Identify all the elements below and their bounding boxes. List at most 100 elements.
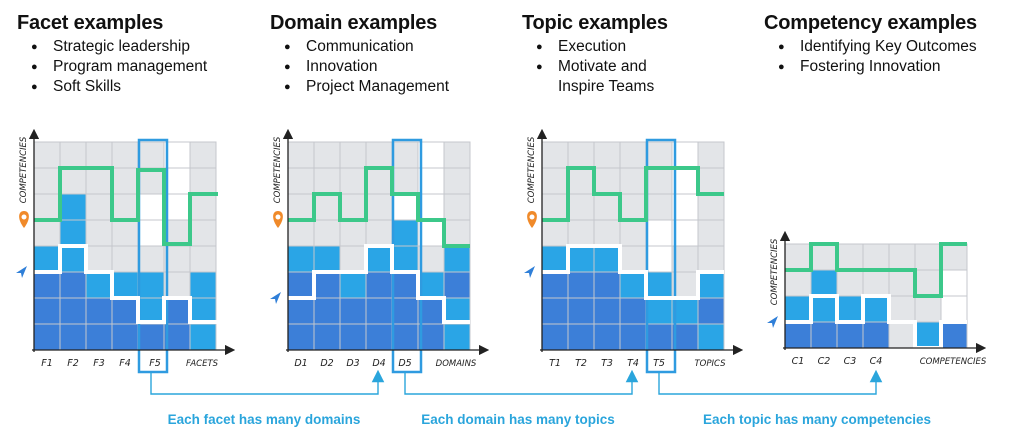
- grid-cell: [836, 243, 864, 271]
- grid-cell: [671, 245, 699, 273]
- grid-cell: [593, 167, 621, 195]
- domain-examples: Domain examples Communication Innovation…: [270, 12, 449, 97]
- grid-cell: [697, 245, 725, 273]
- grid-cell: [189, 271, 217, 299]
- grid-cell: [189, 245, 217, 273]
- grid-cell: [339, 193, 367, 221]
- competency-examples-title: Competency examples: [764, 12, 977, 34]
- grid-cell: [85, 219, 113, 247]
- facet-example-item: Strategic leadership: [17, 37, 207, 57]
- grid-cell: [137, 141, 165, 169]
- grid-cell: [85, 245, 113, 273]
- grid-cell: [567, 271, 595, 299]
- facet-example-item: Program management: [17, 57, 207, 77]
- domain-example-item: Project Management: [270, 77, 449, 97]
- grid-cell: [940, 321, 968, 349]
- grid-cell: [645, 297, 673, 325]
- x-tick-label: F2: [67, 358, 79, 369]
- x-tick-label: F3: [93, 358, 105, 369]
- grid-cell: [59, 219, 87, 247]
- grid-cell: [33, 141, 61, 169]
- grid-cell: [111, 323, 139, 351]
- facet-examples: Facet examples Strategic leadership Prog…: [17, 12, 207, 97]
- grid-cell: [862, 269, 890, 297]
- grid-cell: [59, 193, 87, 221]
- grid-cell: [111, 167, 139, 195]
- grid-cell: [697, 167, 725, 195]
- grid-cell: [836, 321, 864, 349]
- grid-cell: [59, 323, 87, 351]
- grid-cell: [593, 141, 621, 169]
- cursor-arrow-icon: [767, 316, 778, 328]
- selected-column-highlight: [645, 138, 677, 374]
- grid-cell: [313, 219, 341, 247]
- grid-cell: [567, 193, 595, 221]
- grid-cell: [914, 321, 942, 349]
- grid-cell: [567, 245, 595, 273]
- location-pin-dot: [275, 214, 281, 220]
- grid-cell: [137, 297, 165, 325]
- topic-examples: Topic examples Execution Motivate and In…: [522, 12, 712, 97]
- grid-cell: [619, 271, 647, 299]
- grid-cell: [443, 219, 471, 247]
- cursor-arrow-icon: [16, 266, 27, 278]
- grid-cell: [671, 271, 699, 299]
- x-tick-label: T2: [575, 358, 587, 369]
- grid-cell: [443, 271, 471, 299]
- grid-cell: [339, 271, 367, 299]
- grid-cell: [59, 141, 87, 169]
- x-tick-label: D4: [372, 358, 385, 369]
- grid-cell: [443, 167, 471, 195]
- grid-cell: [365, 141, 393, 169]
- grid-cell: [33, 167, 61, 195]
- grid-cell: [391, 297, 419, 325]
- grid-cell: [417, 219, 445, 247]
- grid-cell: [339, 323, 367, 351]
- grid-cell: [85, 141, 113, 169]
- grid-cell: [163, 167, 191, 195]
- grid-cell: [313, 323, 341, 351]
- lower-bound-line: [542, 244, 724, 300]
- grid-cell: [645, 141, 673, 169]
- grid-cell: [645, 323, 673, 351]
- grid-cell: [137, 271, 165, 299]
- grid-cell: [85, 167, 113, 195]
- grid-cell: [287, 219, 315, 247]
- grid-cell: [567, 219, 595, 247]
- domain-examples-title: Domain examples: [270, 12, 438, 34]
- grid-cell: [33, 219, 61, 247]
- grid-cell: [365, 219, 393, 247]
- grid-cell: [671, 323, 699, 351]
- grid-cell: [137, 245, 165, 273]
- grid-cell: [189, 141, 217, 169]
- x-tick-label: T4: [627, 358, 639, 369]
- grid-cell: [836, 295, 864, 323]
- grid-cell: [287, 141, 315, 169]
- grid-cell: [619, 193, 647, 221]
- grid-cell: [59, 167, 87, 195]
- target-line: [34, 166, 218, 246]
- x-tick-label: D2: [320, 358, 333, 369]
- grid-cell: [645, 219, 673, 247]
- grid-cell: [33, 193, 61, 221]
- grid-cell: [365, 297, 393, 325]
- y-axis-label: COMPETENCIES: [770, 238, 780, 305]
- grid-cell: [593, 271, 621, 299]
- grid-cell: [914, 295, 942, 323]
- x-tick-label: F1: [41, 358, 53, 369]
- grid-cell: [189, 297, 217, 325]
- connector-caption: Each domain has many topics: [421, 412, 615, 427]
- x-tick-label: F4: [119, 358, 131, 369]
- grid-cell: [541, 323, 569, 351]
- grid-cell: [137, 193, 165, 221]
- grid-cell: [697, 219, 725, 247]
- x-tick-label: D1: [294, 358, 307, 369]
- grid-cell: [85, 323, 113, 351]
- grid-cell: [645, 193, 673, 221]
- grid-cell: [914, 243, 942, 271]
- connector-arrow: [150, 369, 385, 395]
- lower-bound-line: [288, 244, 470, 324]
- grid-cell: [189, 193, 217, 221]
